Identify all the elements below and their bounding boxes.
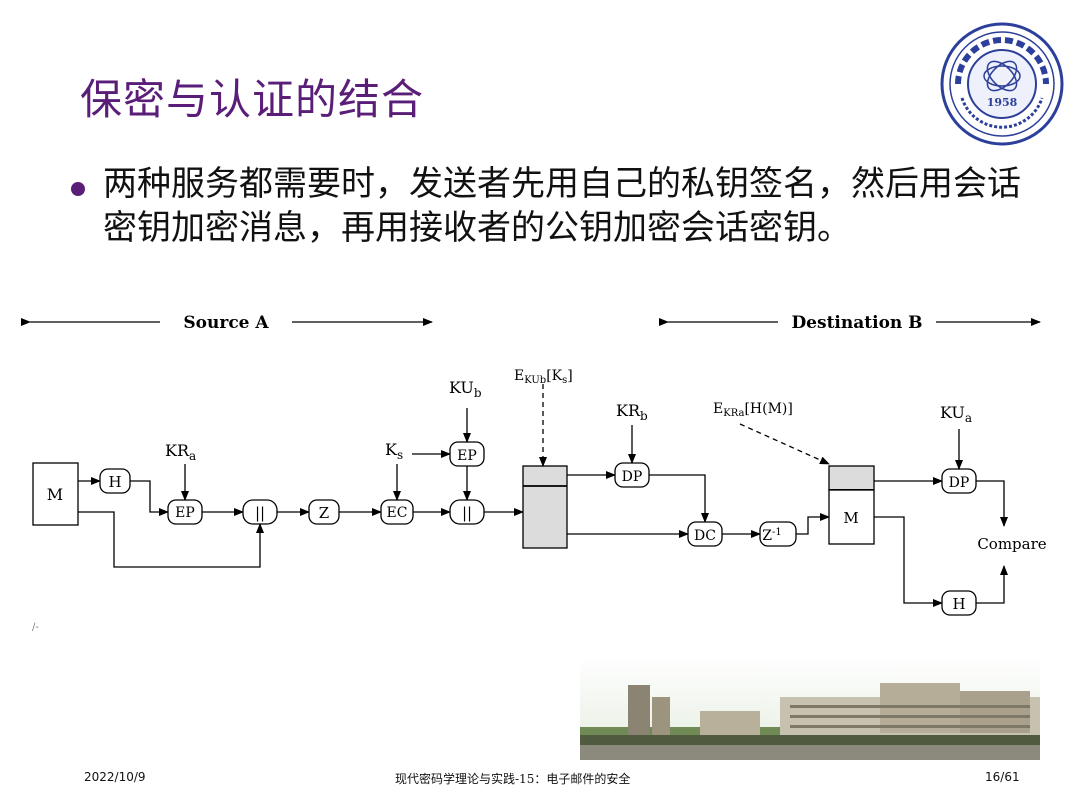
dp-verify-label: DP (949, 475, 970, 491)
ep-key-label: EP (457, 448, 477, 464)
dp-key-label: DP (622, 469, 643, 485)
ekra-hm-label: EKRa[H(M)] (713, 401, 793, 419)
dest-m-label: M (843, 509, 858, 527)
bullet-text: 两种服务都需要时，发送者先用自己的私钥签名，然后用会话密钥加密消息，再用接收者的… (103, 164, 1021, 248)
kub-label: KUb (449, 378, 482, 400)
ec-label: EC (387, 505, 408, 521)
dc-label: DC (694, 528, 716, 544)
university-seal-icon: 1958 (940, 22, 1064, 146)
kua-label: KUa (940, 403, 972, 425)
source-a-label: Source A (183, 313, 269, 333)
ep-sign-label: EP (175, 505, 195, 521)
source-m-label: M (47, 485, 63, 504)
kra-label: KRa (165, 441, 196, 463)
destination-b-label: Destination B (791, 313, 922, 333)
krb-label: KRb (616, 401, 648, 423)
logo-year: 1958 (987, 96, 1018, 109)
footer-date: 2022/10/9 (84, 770, 146, 784)
footer-title: 现代密码学理论与实践-15：电子邮件的安全 (395, 772, 631, 786)
unzip-label: Z-1 (762, 527, 781, 544)
hash-h-label: H (108, 473, 121, 491)
ks-label: Ks (385, 440, 403, 462)
concat-2-label: || (462, 504, 472, 522)
bullet-dot-icon (71, 182, 85, 196)
compare-label: Compare (977, 535, 1046, 553)
ekub-ks-label: EKUb[Ks] (514, 368, 573, 386)
campus-photo (580, 657, 1040, 760)
pgp-diagram: Source A Destination B M H EP || Z EC EP… (21, 313, 1047, 633)
footer-page-number: 16/61 (985, 770, 1020, 784)
slide-title: 保密与认证的结合 (80, 75, 425, 124)
concat-1-label: || (255, 504, 265, 522)
stray-mark: /- (32, 622, 39, 633)
dest-hash-h-label: H (952, 595, 965, 613)
zip-z-label: Z (319, 504, 329, 522)
